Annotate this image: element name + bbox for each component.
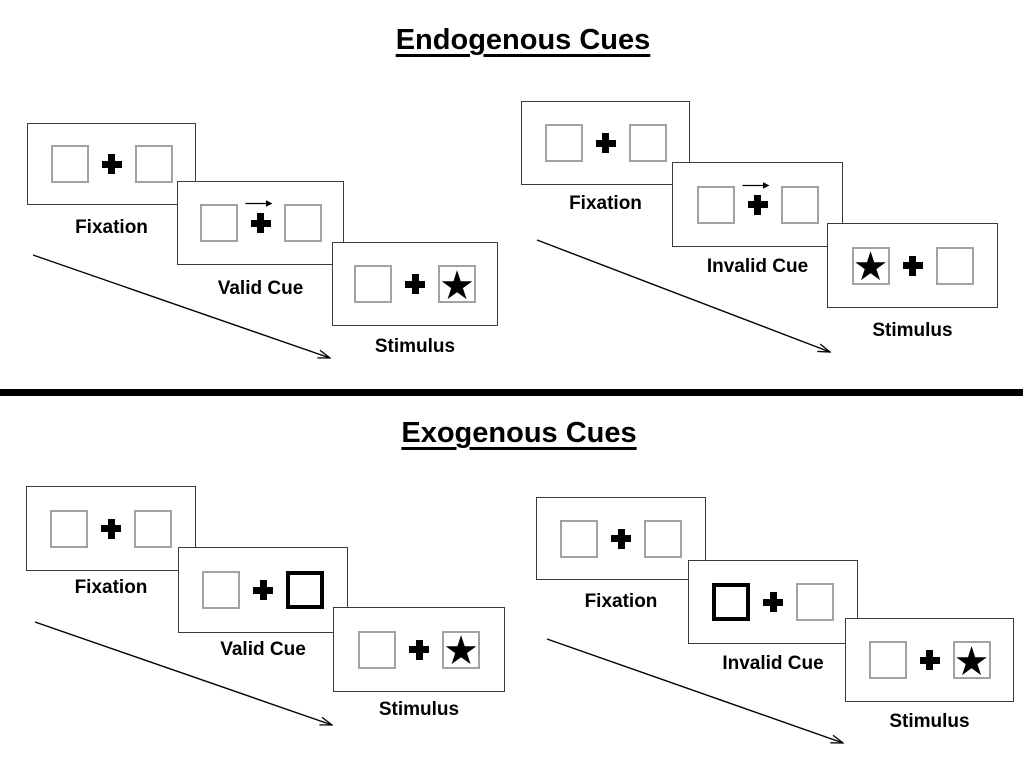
star-icon: ★ xyxy=(443,628,479,674)
fixation-cross-icon xyxy=(595,133,616,153)
endogenous-title: Endogenous Cues xyxy=(395,24,651,56)
highlighted-cue-box xyxy=(712,583,750,621)
stimulus-label: Stimulus xyxy=(872,320,953,341)
left-box xyxy=(199,204,238,242)
left-box xyxy=(202,571,240,609)
section-divider xyxy=(0,389,1023,396)
fixation-label: Fixation xyxy=(569,193,642,214)
right-box xyxy=(935,246,974,285)
valid-cue-label: Valid Cue xyxy=(217,278,304,299)
fixation-panel xyxy=(521,101,690,185)
fixation-label: Fixation xyxy=(584,591,658,612)
left-box xyxy=(50,509,88,548)
fixation-cross-icon xyxy=(250,213,271,233)
left-box xyxy=(560,519,598,558)
fixation-cross-icon xyxy=(902,255,923,276)
star-icon: ★ xyxy=(953,638,990,685)
right-box xyxy=(628,124,667,162)
left-box xyxy=(354,265,392,303)
right-box xyxy=(780,185,819,224)
star-box: ★ xyxy=(442,628,480,674)
star-icon: ★ xyxy=(852,244,889,290)
star-box: ★ xyxy=(438,262,476,309)
fixation-cross-with-cue xyxy=(742,181,769,215)
fixation-cross-icon xyxy=(101,518,121,539)
right-box xyxy=(134,509,172,548)
highlighted-cue-box xyxy=(286,571,324,609)
fixation-cross-icon xyxy=(405,274,425,294)
fixation-panel xyxy=(27,123,196,205)
fixation-cross-icon xyxy=(409,639,429,660)
timeline-arrow xyxy=(546,638,850,750)
invalid-cue-label: Invalid Cue xyxy=(722,653,824,674)
valid-cue-label: Valid Cue xyxy=(220,639,306,660)
fixation-panel xyxy=(26,486,196,571)
fixation-cross-icon xyxy=(747,194,768,215)
right-box xyxy=(644,519,682,558)
fixation-panel xyxy=(536,497,706,580)
fixation-cross-with-cue xyxy=(245,200,272,233)
right-box xyxy=(283,204,322,242)
invalid-cue-label: Invalid Cue xyxy=(706,256,809,277)
left-box xyxy=(544,124,583,162)
right-arrow-cue-icon xyxy=(245,200,272,207)
stimulus-label: Stimulus xyxy=(374,336,456,357)
fixation-cross-icon xyxy=(253,580,273,600)
right-box xyxy=(134,145,173,183)
star-box: ★ xyxy=(952,638,991,685)
right-box xyxy=(796,583,834,621)
cue-panel xyxy=(672,162,843,247)
fixation-cross-icon xyxy=(101,154,122,174)
fixation-label: Fixation xyxy=(74,577,148,598)
fixation-cross-icon xyxy=(611,528,631,549)
stimulus-panel: ★ xyxy=(332,242,498,326)
star-icon: ★ xyxy=(439,262,475,309)
cue-panel xyxy=(177,181,344,265)
timeline-arrow xyxy=(34,621,340,733)
stimulus-label: Stimulus xyxy=(378,699,460,720)
fixation-cross-icon xyxy=(919,650,940,670)
star-box: ★ xyxy=(851,244,890,290)
exogenous-title: Exogenous Cues xyxy=(401,417,637,449)
fixation-label: Fixation xyxy=(75,217,148,238)
left-box xyxy=(50,145,89,183)
right-arrow-cue-icon xyxy=(742,181,769,189)
left-box xyxy=(696,185,735,224)
fixation-cross-icon xyxy=(763,592,783,612)
stimulus-panel: ★ xyxy=(845,618,1014,702)
left-box xyxy=(358,630,396,669)
stimulus-label: Stimulus xyxy=(889,711,970,732)
left-box xyxy=(868,641,907,679)
cue-panel xyxy=(688,560,858,644)
timeline-arrow xyxy=(536,239,840,359)
stimulus-panel: ★ xyxy=(827,223,998,308)
cue-panel xyxy=(178,547,348,633)
stimulus-panel: ★ xyxy=(333,607,505,692)
timeline-arrow xyxy=(32,254,338,366)
